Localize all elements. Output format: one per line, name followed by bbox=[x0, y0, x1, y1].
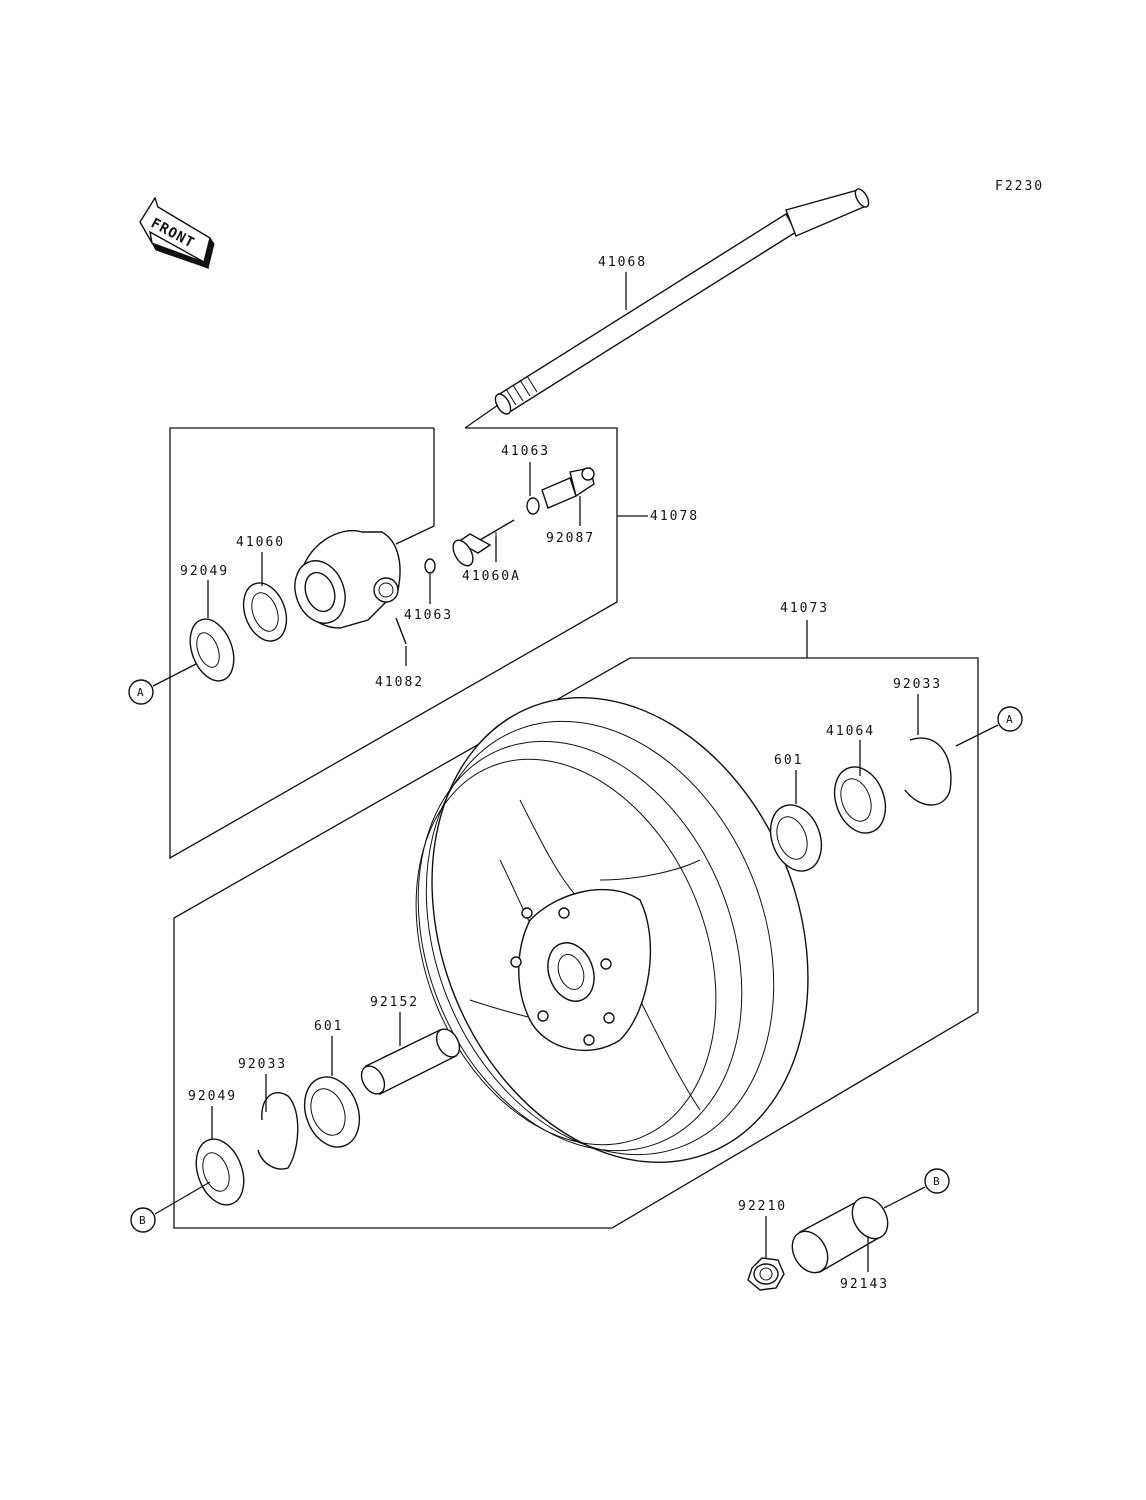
oil-seal-lower-part bbox=[195, 1138, 245, 1206]
label-gear-retainer: 41064 bbox=[826, 724, 875, 739]
bearing-left-part bbox=[303, 1076, 361, 1148]
svg-text:B: B bbox=[139, 1214, 146, 1227]
label-gear-housing-group: 41078 bbox=[650, 509, 699, 524]
label-axle: 41068 bbox=[598, 255, 647, 270]
washer-mid-part bbox=[424, 558, 436, 574]
label-nut: 92210 bbox=[738, 1199, 787, 1214]
label-circlip-left: 92033 bbox=[238, 1057, 287, 1072]
bearing-right-part bbox=[769, 804, 823, 872]
callout-a-right: A bbox=[997, 706, 1023, 732]
gear-housing-part bbox=[294, 529, 401, 629]
label-collar: 92143 bbox=[840, 1277, 889, 1292]
label-circlip-right: 92033 bbox=[893, 677, 942, 692]
oil-seal-upper-part bbox=[189, 618, 235, 682]
meter-gear-ring-part bbox=[242, 582, 288, 642]
callout-b-right: B bbox=[924, 1168, 950, 1194]
label-bearing-left: 601 bbox=[314, 1019, 343, 1034]
nut-part bbox=[747, 1257, 785, 1291]
distance-collar-part bbox=[360, 1028, 461, 1095]
circlip-right-part bbox=[904, 737, 952, 806]
callout-a-left: A bbox=[128, 679, 154, 705]
gear-part bbox=[452, 519, 515, 567]
drive-shaft-part bbox=[541, 467, 595, 509]
label-drive-shaft: 92087 bbox=[546, 531, 595, 546]
label-gear: 41060A bbox=[462, 569, 521, 584]
label-meter-gear-ring: 41060 bbox=[236, 535, 285, 550]
label-oil-seal-lower: 92049 bbox=[188, 1089, 237, 1104]
front-arrow-icon: FRONT bbox=[139, 196, 215, 270]
collar-part bbox=[791, 1196, 889, 1274]
svg-text:A: A bbox=[137, 686, 144, 699]
label-washer-top: 41063 bbox=[501, 444, 550, 459]
washer-top-part bbox=[526, 497, 540, 515]
label-bearing-right: 601 bbox=[774, 753, 803, 768]
label-washer-mid: 41063 bbox=[404, 608, 453, 623]
axle-part bbox=[494, 188, 870, 415]
gear-retainer-part bbox=[833, 766, 887, 834]
wheel-part bbox=[415, 697, 809, 1163]
label-pin: 41082 bbox=[375, 675, 424, 690]
label-distance-collar: 92152 bbox=[370, 995, 419, 1010]
label-oil-seal-left: 92049 bbox=[180, 564, 229, 579]
svg-text:B: B bbox=[933, 1175, 940, 1188]
svg-text:A: A bbox=[1006, 713, 1013, 726]
label-wheel-assembly: 41073 bbox=[780, 601, 829, 616]
circlip-left-part bbox=[257, 1092, 299, 1170]
callout-b-left: B bbox=[130, 1207, 156, 1233]
figure-code: F2230 bbox=[995, 179, 1044, 194]
